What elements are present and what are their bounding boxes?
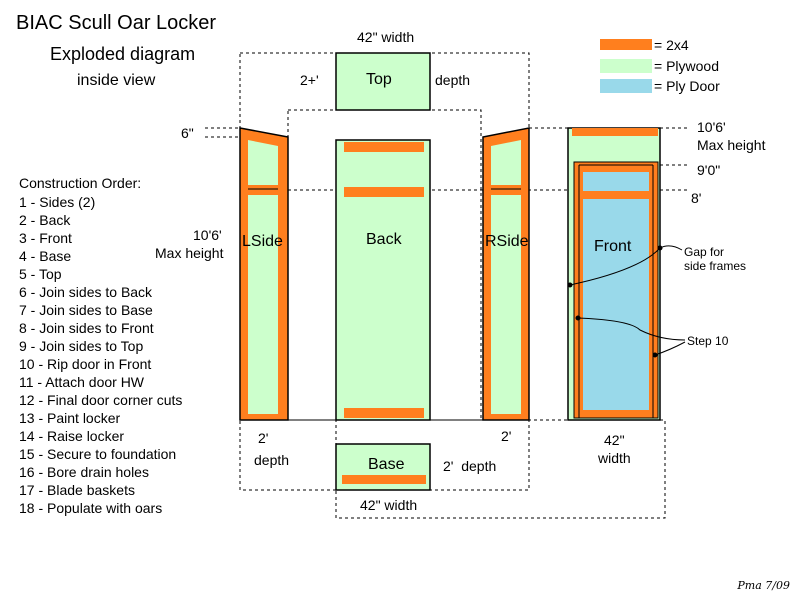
callout-lines	[567, 245, 686, 358]
legend-swatch-plywood	[600, 59, 652, 73]
legend-label-ply-door: = Ply Door	[654, 78, 720, 94]
rside-label: RSide	[485, 233, 529, 250]
base-2x4	[342, 475, 426, 484]
back-panel	[335, 139, 431, 421]
front-width-value: 42"	[604, 432, 625, 448]
author-signature: Pma 7/09	[737, 579, 790, 592]
gap-note-line2: side frames	[684, 259, 747, 273]
construction-step: 16 - Bore drain holes	[19, 464, 149, 480]
rside-depth-label: 2'	[501, 428, 512, 444]
base-depth-label: 2' depth	[443, 458, 497, 474]
construction-step: 10 - Rip door in Front	[19, 356, 152, 372]
construction-step: 8 - Join sides to Front	[19, 320, 154, 336]
construction-step: 1 - Sides (2)	[19, 194, 96, 210]
legend-label-plywood: = Plywood	[654, 58, 719, 74]
construction-step: 15 - Secure to foundation	[19, 446, 177, 462]
construction-step: 9 - Join sides to Top	[19, 338, 144, 354]
top-depth-label: depth	[435, 72, 471, 88]
top-height-label: 2+'	[300, 72, 319, 88]
base-label: Base	[368, 456, 405, 473]
construction-step: 3 - Front	[19, 230, 72, 246]
construction-order-title: Construction Order:	[19, 175, 142, 191]
construction-step: 6 - Join sides to Back	[19, 284, 153, 300]
lside-2x4-rail	[248, 185, 278, 195]
front-width-label: width	[598, 450, 631, 466]
side-height-label: 10'6'	[193, 227, 222, 243]
diagram-view-label: inside view	[77, 72, 156, 89]
front-max-height-value: 10'6'	[697, 119, 726, 135]
side-6in-label: 6"	[181, 125, 194, 141]
front-panel	[567, 127, 661, 421]
back-2x4-top	[344, 142, 424, 152]
construction-step: 11 - Attach door HW	[19, 374, 145, 390]
top-width-label: 42" width	[357, 29, 415, 45]
base-width-label: 42" width	[360, 497, 418, 513]
diagram-title: BIAC Scull Oar Locker	[16, 12, 217, 34]
top-label: Top	[366, 71, 392, 88]
construction-step: 2 - Back	[19, 212, 71, 228]
lside-depth-value: 2'	[258, 430, 269, 446]
construction-step: 17 - Blade baskets	[19, 482, 135, 498]
side-max-height-label: Max height	[155, 245, 224, 261]
step10-callout-line	[577, 317, 686, 341]
step10-note: Step 10	[687, 334, 729, 348]
construction-step: 4 - Base	[19, 248, 72, 264]
right-side-panel	[482, 127, 530, 421]
top-panel	[335, 52, 431, 111]
left-side-panel	[239, 127, 289, 421]
legend-swatch-ply-door	[600, 79, 652, 93]
front-door-rail	[583, 191, 649, 199]
front-8ft-label: 8'	[691, 190, 702, 206]
front-max-height-label: Max height	[697, 137, 766, 153]
front-label: Front	[594, 238, 632, 255]
diagram-subtitle: Exploded diagram	[50, 44, 196, 64]
lside-label: LSide	[242, 233, 283, 250]
construction-step: 7 - Join sides to Base	[19, 302, 153, 318]
construction-step: 14 - Raise locker	[19, 428, 125, 444]
legend-swatch-2x4	[600, 39, 652, 50]
back-2x4-bottom	[344, 408, 424, 418]
front-2x4-top	[572, 128, 658, 136]
construction-step: 13 - Paint locker	[19, 410, 121, 426]
construction-order-list: 1 - Sides (2) 2 - Back 3 - Front 4 - Bas…	[19, 193, 182, 517]
gap-note-line1: Gap for	[684, 245, 725, 259]
back-label: Back	[366, 231, 402, 248]
back-2x4-middle	[344, 187, 424, 197]
base-panel	[335, 443, 431, 491]
legend	[600, 39, 652, 93]
lside-depth-label: depth	[254, 452, 290, 468]
construction-step: 12 - Final door corner cuts	[19, 392, 183, 408]
construction-step: 18 - Populate with oars	[19, 500, 163, 516]
step10-callout-line-2	[654, 341, 686, 356]
front-door-top-label: 9'0"	[697, 162, 721, 178]
construction-step: 5 - Top	[19, 266, 62, 282]
rside-2x4-rail	[491, 185, 521, 195]
legend-label-2x4: = 2x4	[654, 37, 689, 53]
front-door	[583, 172, 649, 410]
